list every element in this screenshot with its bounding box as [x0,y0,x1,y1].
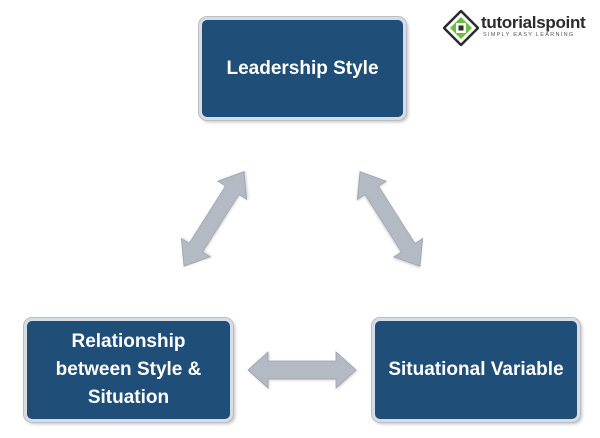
node-label: Leadership Style [226,57,379,79]
node-situational-variable: Situational Variable [372,318,580,422]
tutorialspoint-logo: tutorialspoint SIMPLY EASY LEARNING [441,8,591,48]
arrow-top-left [180,171,248,267]
node-leadership-style: Leadership Style [199,17,406,120]
node-label-line: Relationship [71,331,186,352]
node-relationship-style-situation: Relationship between Style & Situation [24,318,233,422]
node-label: Situational Variable [388,359,564,380]
logo-wordmark: tutorialspoint [481,13,586,32]
arrow-top-right [356,171,424,267]
node-label-line: between Style & [55,359,202,380]
arrow-bottom [247,351,357,389]
tutorialspoint-logo-icon [443,10,479,46]
node-label-line: Situation [87,387,170,408]
logo-tagline: SIMPLY EASY LEARNING [483,32,575,38]
